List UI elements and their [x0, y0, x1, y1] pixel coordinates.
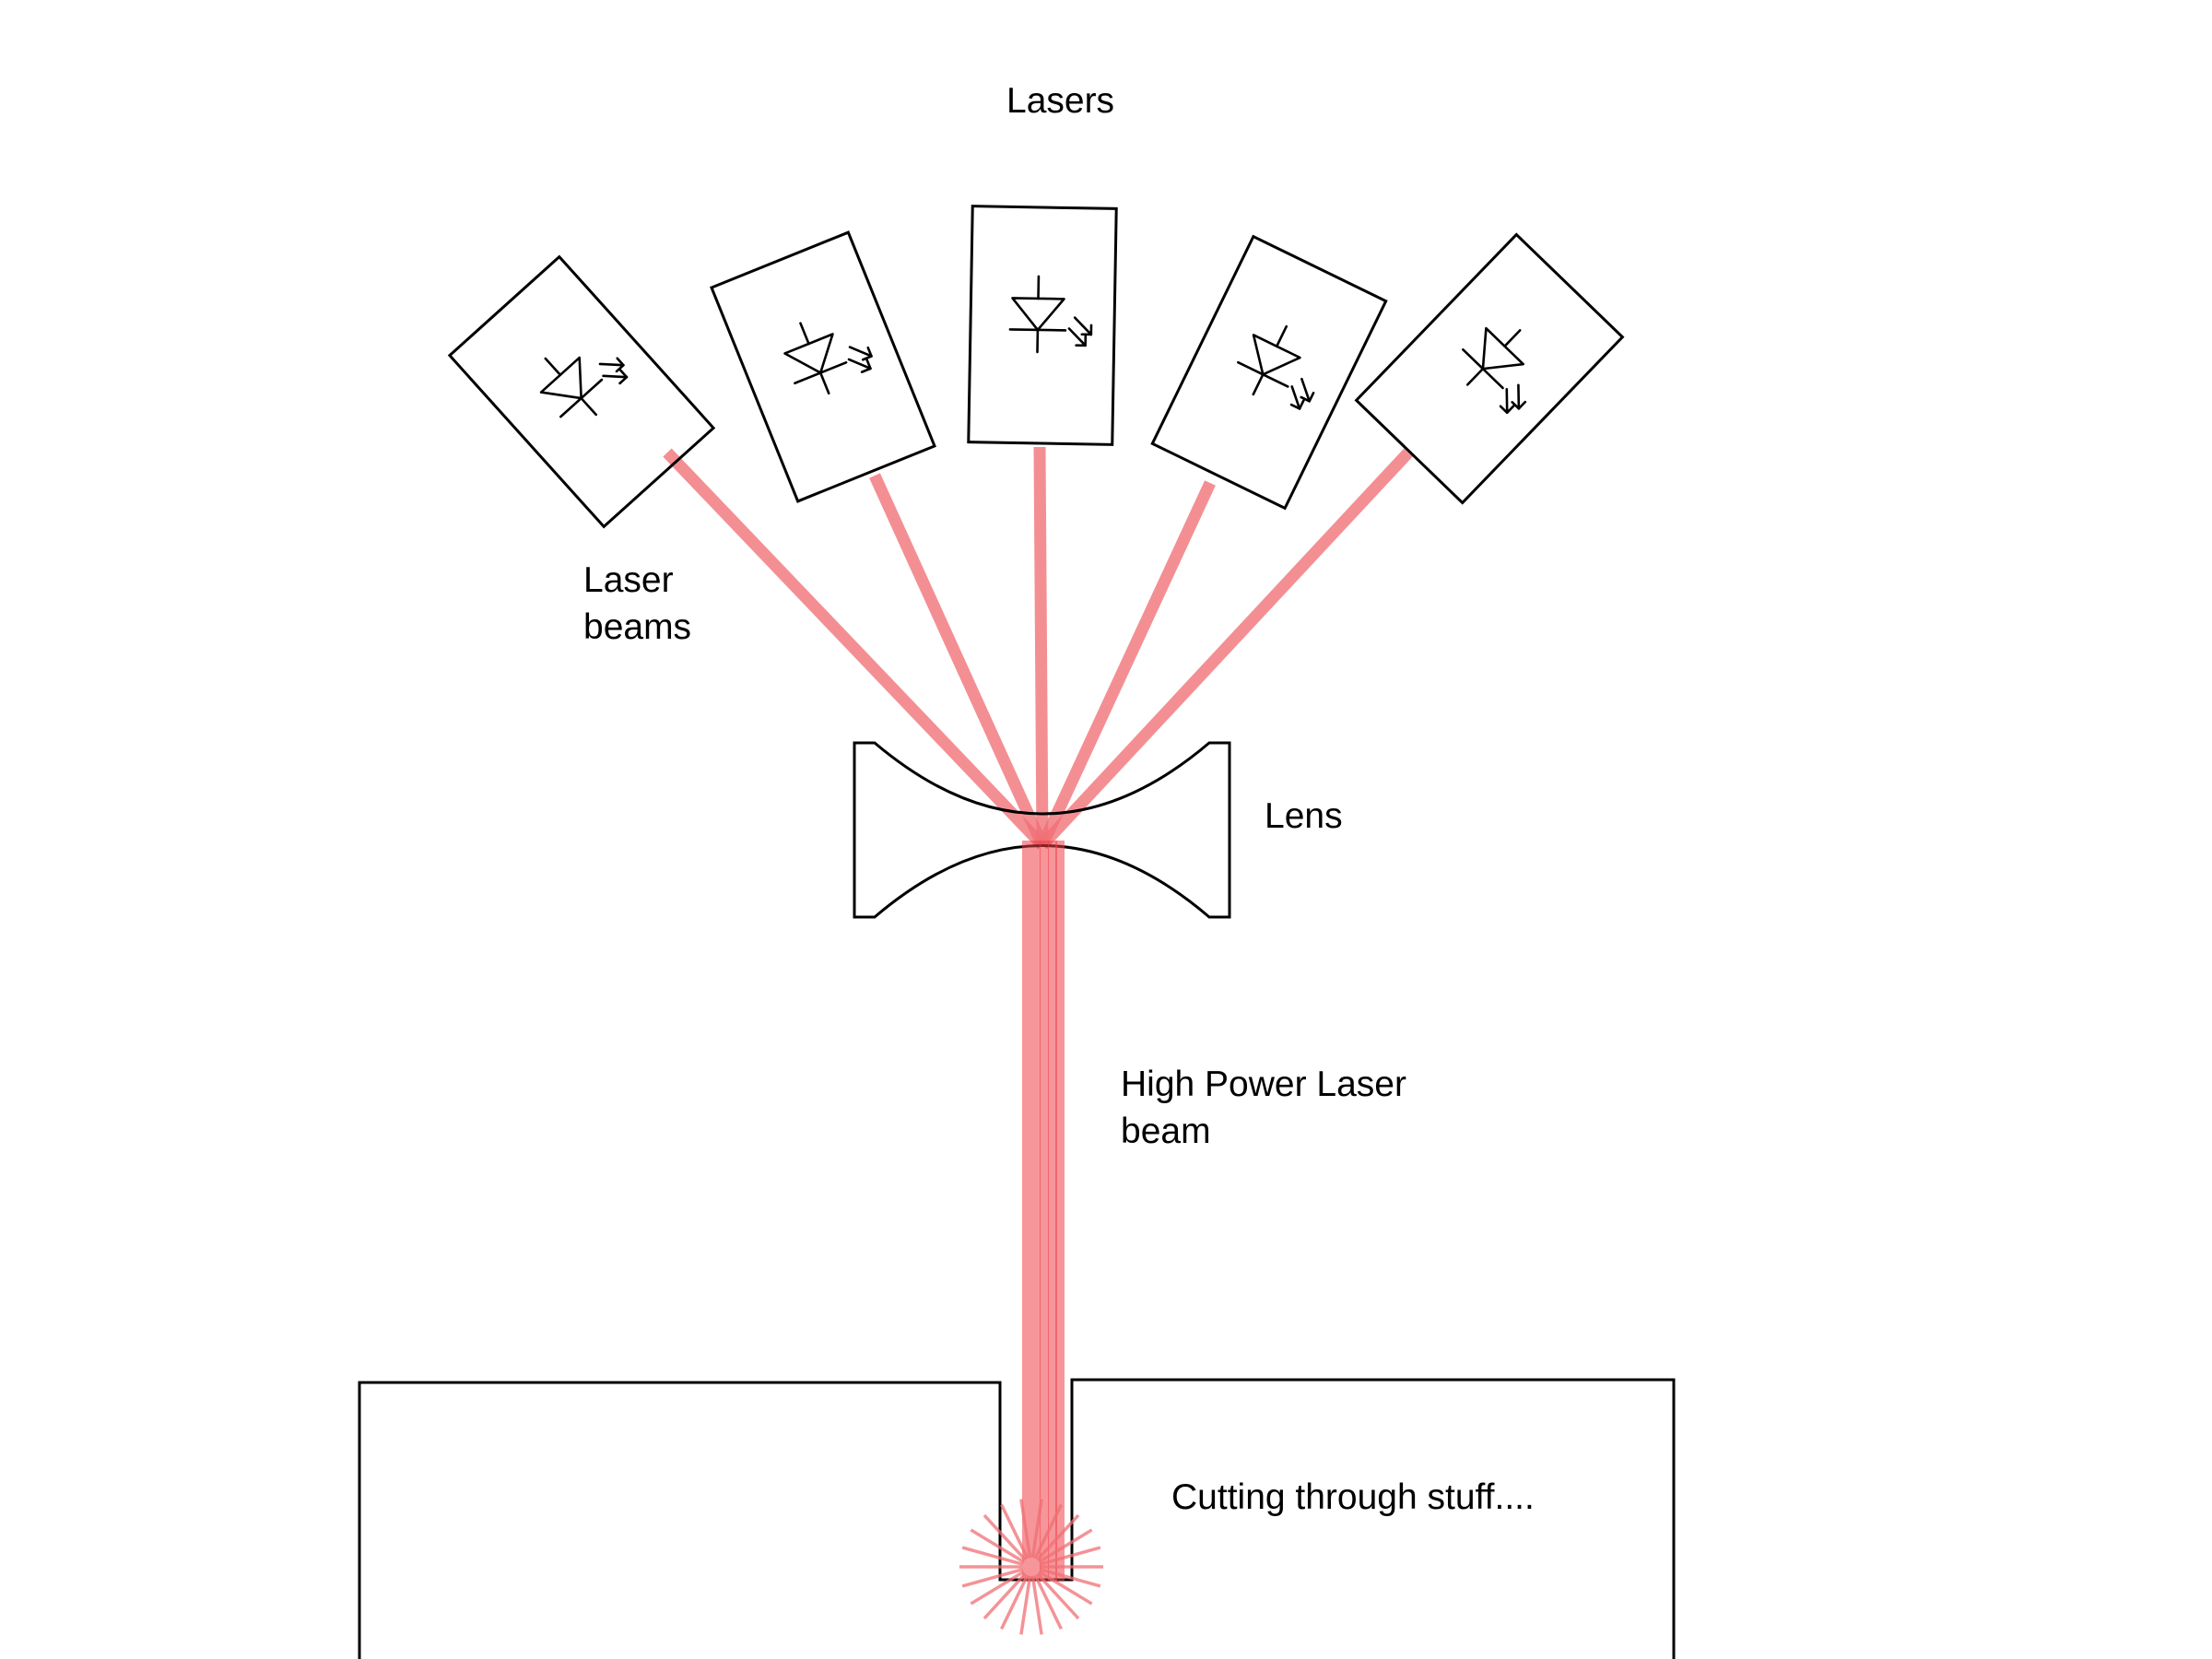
cutting-label: Cutting through stuff....	[1171, 1474, 1535, 1521]
laser-beam-3	[1033, 446, 1049, 846]
burst-ray	[1036, 1572, 1080, 1620]
burst-ray	[1033, 1503, 1063, 1559]
burst-ray	[982, 1572, 1027, 1620]
burst-ray	[982, 1513, 1027, 1561]
workpiece	[358, 1378, 1676, 1659]
burst-ray	[1030, 1499, 1043, 1559]
laser-housing	[710, 230, 936, 503]
high-power-beam-label-line2: beam	[1121, 1112, 1211, 1151]
lens	[853, 741, 1231, 919]
laser-beams-label-line2: beams	[583, 607, 692, 647]
laser-diode-icon	[783, 322, 873, 395]
lasers-label: Lasers	[1006, 77, 1114, 124]
lasers-label-text: Lasers	[1006, 81, 1115, 121]
lens-label: Lens	[1265, 793, 1343, 840]
laser-housing	[1354, 232, 1625, 505]
laser-beams-label-line1: Laser	[583, 560, 674, 600]
laser-beams	[663, 446, 1413, 850]
laser-1	[447, 254, 716, 529]
burst-ray	[970, 1570, 1025, 1606]
laser-4	[1150, 234, 1388, 511]
burst-ray	[1019, 1499, 1032, 1559]
laser-diode-icon	[1237, 324, 1315, 410]
laser-diode-icon	[539, 356, 629, 418]
burst-ray	[961, 1546, 1023, 1566]
laser-3	[967, 205, 1118, 446]
laser-5	[1354, 232, 1625, 505]
lens-label-text: Lens	[1265, 796, 1343, 836]
laser-beams-label: Laser beams	[583, 557, 691, 651]
laser-housing	[1150, 234, 1388, 511]
burst-ray	[1019, 1575, 1032, 1635]
impact-burst-icon	[959, 1499, 1103, 1635]
laser-diode-icon	[1462, 326, 1527, 415]
burst-ray	[1030, 1575, 1043, 1635]
burst-ray	[961, 1568, 1023, 1588]
burst-ray	[1033, 1574, 1063, 1630]
high-power-beam-label-line1: High Power Laser	[1121, 1065, 1406, 1104]
burst-ray	[1000, 1503, 1030, 1559]
burst-ray	[1040, 1568, 1101, 1588]
burst-ray	[1036, 1513, 1080, 1561]
laser-housing	[447, 254, 716, 529]
laser-beam-1	[663, 448, 1047, 850]
burst-ray	[970, 1528, 1025, 1564]
laser-housing	[967, 205, 1118, 446]
laser-beam-5	[1038, 448, 1413, 850]
laser-beam-4	[1037, 480, 1216, 848]
burst-ray	[1000, 1574, 1030, 1630]
laser-2	[710, 230, 936, 503]
high-power-beam-label: High Power Laser beam	[1121, 1061, 1406, 1155]
laser-diode-icon	[1008, 275, 1093, 354]
cutting-label-text: Cutting through stuff....	[1171, 1477, 1535, 1517]
burst-ray	[1038, 1528, 1093, 1564]
burst-ray	[1040, 1546, 1101, 1566]
high-power-beam	[1022, 841, 1065, 1581]
burst-ray	[1038, 1570, 1093, 1606]
laser-beam-2	[869, 473, 1048, 848]
